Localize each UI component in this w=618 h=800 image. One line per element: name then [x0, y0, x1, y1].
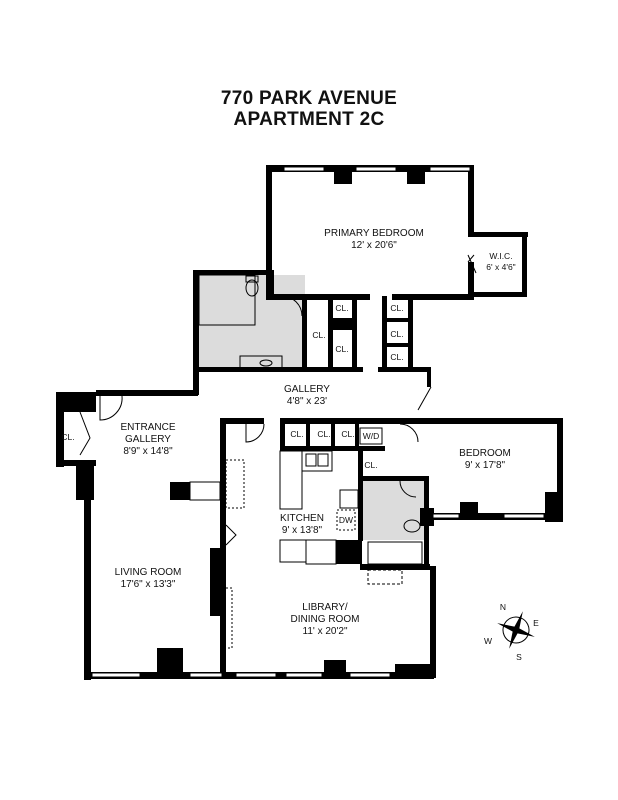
closet-label: CL.: [312, 330, 325, 340]
gallery-label: GALLERY: [284, 384, 330, 395]
compass-s: S: [516, 652, 522, 662]
bedroom-walls: [428, 418, 563, 522]
kitchen-dims: 9' x 13'8": [282, 525, 323, 536]
library-label-1: LIBRARY/: [302, 602, 348, 613]
primary-bedroom-dims: 12' x 20'6": [351, 240, 397, 251]
primary-bedroom-label: PRIMARY BEDROOM: [324, 228, 424, 239]
entrance-gallery-dims: 8'9" x 14'8": [123, 446, 173, 457]
compass-e: E: [533, 618, 539, 628]
closet-label: CL.: [390, 329, 403, 339]
main-walls: [84, 548, 436, 679]
dishwasher-label: DW: [339, 515, 353, 525]
kitchen-fixtures: [225, 450, 363, 565]
compass-icon: [497, 611, 535, 649]
wic-dims: 6' x 4'6": [486, 262, 515, 272]
washer-dryer-box: [359, 427, 383, 445]
wic-door: [467, 254, 477, 274]
closet-label: CL.: [290, 429, 303, 439]
entrance-gallery-label-2: GALLERY: [125, 434, 171, 445]
closet-label: CL.: [390, 352, 403, 362]
compass-w: W: [484, 636, 492, 646]
library-dims: 11' x 20'2": [303, 626, 348, 637]
closet-label: CL.: [335, 344, 348, 354]
living-room-label: LIVING ROOM: [115, 567, 182, 578]
entrance-gallery-label-1: ENTRANCE: [120, 422, 175, 433]
bathroom-2-walls: [360, 476, 434, 570]
title-line-2: APARTMENT 2C: [233, 109, 385, 130]
living-room-dims: 17'6" x 13'3": [121, 579, 176, 590]
compass-n: N: [500, 602, 506, 612]
washer-dryer-label: W/D: [363, 431, 380, 441]
kitchen-label: KITCHEN: [280, 513, 324, 524]
bedroom-label: BEDROOM: [459, 448, 511, 459]
title-line-1: 770 PARK AVENUE: [220, 88, 398, 109]
closet-label: CL.: [390, 303, 403, 313]
closet-label: CL.: [335, 303, 348, 313]
gallery-dims: 4'8" x 23': [287, 396, 327, 407]
gallery-walls: [96, 367, 562, 678]
bathroom-2-floor: [362, 480, 424, 540]
closet-label: CL.: [364, 460, 377, 470]
closet-label: CL.: [317, 429, 330, 439]
primary-bedroom-windows: [283, 166, 471, 172]
bathroom-1-floor: [197, 275, 305, 370]
bathroom-1-walls: [193, 270, 413, 395]
entrance-walls: [56, 392, 221, 680]
bedroom-dims: 9' x 17'8": [465, 460, 506, 471]
closet-label: CL.: [61, 432, 74, 442]
wic-label: W.I.C.: [489, 251, 512, 261]
closet-label: CL.: [341, 429, 354, 439]
library-label-2: DINING ROOM: [291, 614, 360, 625]
